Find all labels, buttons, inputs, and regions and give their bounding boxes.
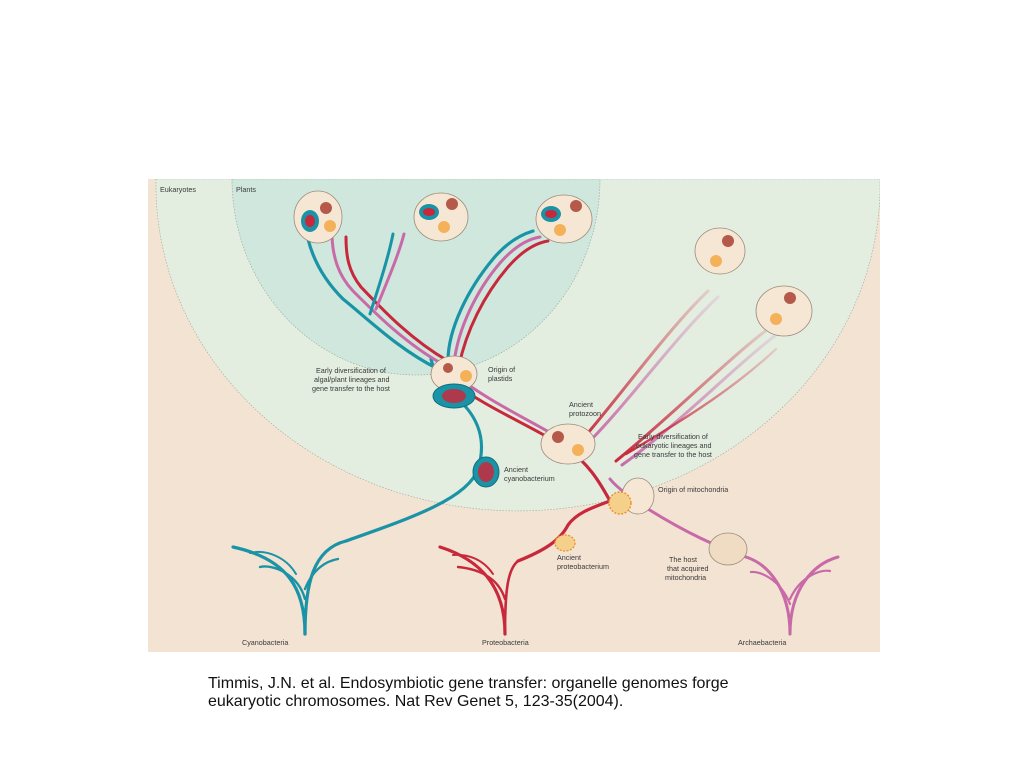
cyanobacteria-fan <box>231 539 348 636</box>
early-algal-label-2: algal/plant lineages and <box>314 375 390 384</box>
host-label-1: The host <box>669 555 697 564</box>
early-euk-label-3: gene transfer to the host <box>634 450 712 459</box>
eukaryotes-label: Eukaryotes <box>160 185 196 194</box>
plants-label: Plants <box>236 185 256 194</box>
proteobacteria-label: Proteobacteria <box>482 638 529 647</box>
ancient-protozoon-label-2: protozoon <box>569 409 601 418</box>
early-algal-label-1: Early diversification of <box>316 366 386 375</box>
origin-plastids-label-2: plastids <box>488 374 513 383</box>
ancient-proteo-label-2: proteobacterium <box>557 562 609 571</box>
caption-line-2: eukaryotic chromosomes. Nat Rev Genet 5,… <box>208 693 624 710</box>
plant-cell-3 <box>535 194 593 244</box>
origin-plastids-label-1: Origin of <box>488 365 515 374</box>
figure-caption: Timmis, J.N. et al. Endosymbiotic gene t… <box>208 675 908 711</box>
ancient-protozoon-label-1: Ancient <box>569 400 593 409</box>
plant-cell-1 <box>293 190 343 244</box>
archaebacteria-fan <box>744 555 840 636</box>
early-euk-label-1: Early diversification of <box>638 432 708 441</box>
ancient-cyanobacterium-cell <box>472 456 500 488</box>
caption-line-1: Timmis, J.N. et al. Endosymbiotic gene t… <box>208 675 729 692</box>
early-euk-label-2: eukaryotic lineages and <box>636 441 712 450</box>
cyanobacteria-label: Cyanobacteria <box>242 638 288 647</box>
host-cell <box>708 532 748 566</box>
archaebacteria-label: Archaebacteria <box>738 638 786 647</box>
protozoon-descendant-2 <box>755 285 813 337</box>
phylogeny-diagram: Eukaryotes Plants Early diversification … <box>148 179 880 652</box>
origin-mitochondria-label: Origin of mitochondria <box>658 485 728 494</box>
ancient-proteo-label-1: Ancient <box>557 553 581 562</box>
protozoon-descendant-1 <box>694 227 746 275</box>
ancient-cyano-label-1: Ancient <box>504 465 528 474</box>
host-label-2: that acquired <box>667 564 709 573</box>
ancient-cyano-label-2: cyanobacterium <box>504 474 555 483</box>
plant-lineages <box>306 229 550 371</box>
ancient-protozoon-cell <box>540 423 596 465</box>
proteobacteria-fan <box>438 545 520 636</box>
host-label-3: mitochondria <box>665 573 706 582</box>
plant-cell-2 <box>413 192 469 242</box>
ancient-proteobacterium-cell <box>554 534 576 552</box>
origin-of-mitochondria-cell <box>608 477 655 515</box>
origin-of-plastids-cell <box>430 355 478 409</box>
phylogeny-figure: Eukaryotes Plants Early diversification … <box>148 179 880 652</box>
early-algal-label-3: gene transfer to the host <box>312 384 390 393</box>
